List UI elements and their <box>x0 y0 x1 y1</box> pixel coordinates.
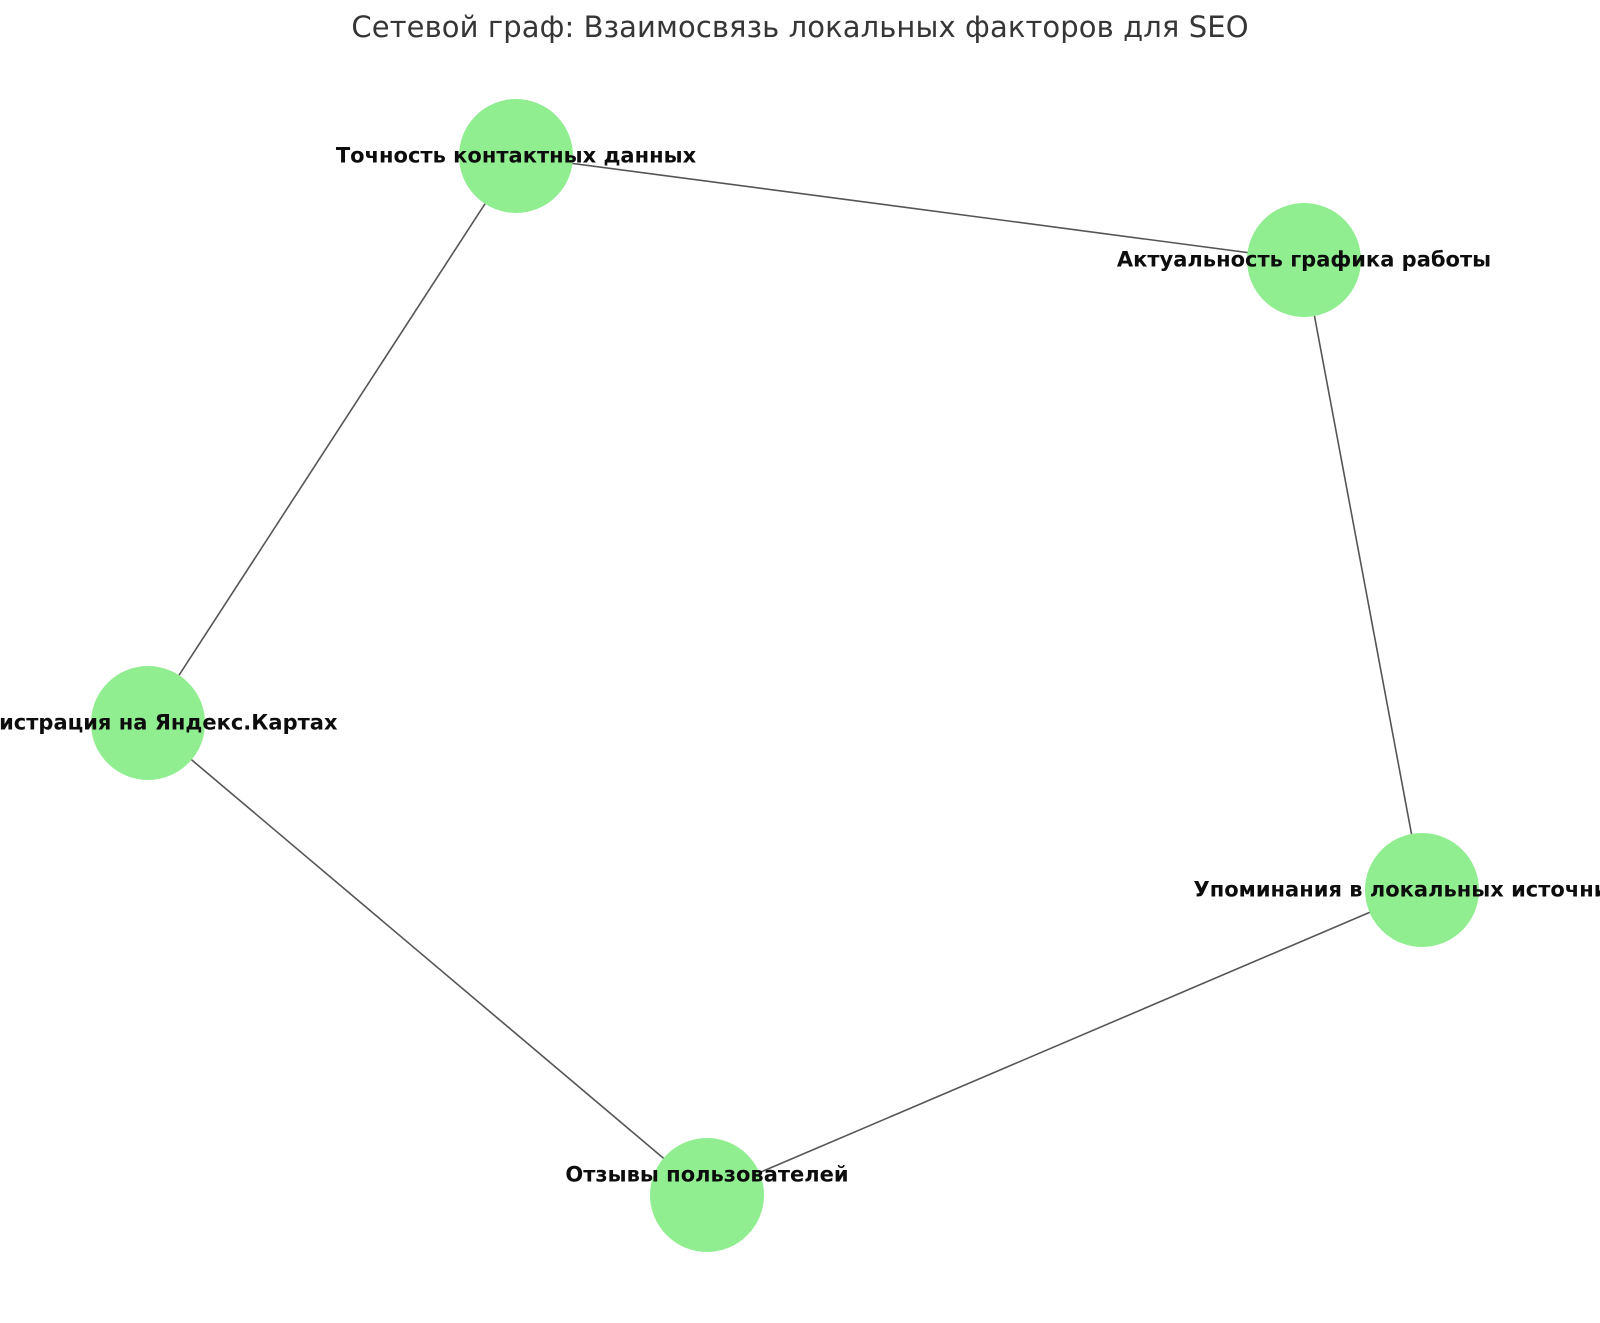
graph-edge <box>706 889 1423 1196</box>
graph-edge <box>1303 259 1423 891</box>
graph-node-label-schedule-relevance: Актуальность графика работы <box>1116 247 1492 272</box>
graph-node-local-mentions[interactable] <box>1365 833 1479 947</box>
graph-node-schedule-relevance[interactable] <box>1247 203 1361 317</box>
graph-node-yandex-maps-registration[interactable] <box>91 666 205 780</box>
graph-edge <box>147 722 708 1196</box>
graph-edge <box>515 155 1305 261</box>
page-title: Сетевой граф: Взаимосвязь локальных факт… <box>351 10 1249 44</box>
graph-node-user-reviews[interactable] <box>650 1138 764 1252</box>
graph-node-label-user-reviews: Отзывы пользователей <box>565 1162 849 1187</box>
graph-node-contact-accuracy[interactable] <box>459 99 573 213</box>
graph-node-label-local-mentions: Упоминания в локальных источниках <box>1193 877 1600 902</box>
graph-edge <box>147 155 517 724</box>
graph-node-label-yandex-maps-registration: Регистрация на Яндекс.Картах <box>0 710 338 735</box>
graph-node-label-contact-accuracy: Точность контактных данных <box>335 143 697 168</box>
